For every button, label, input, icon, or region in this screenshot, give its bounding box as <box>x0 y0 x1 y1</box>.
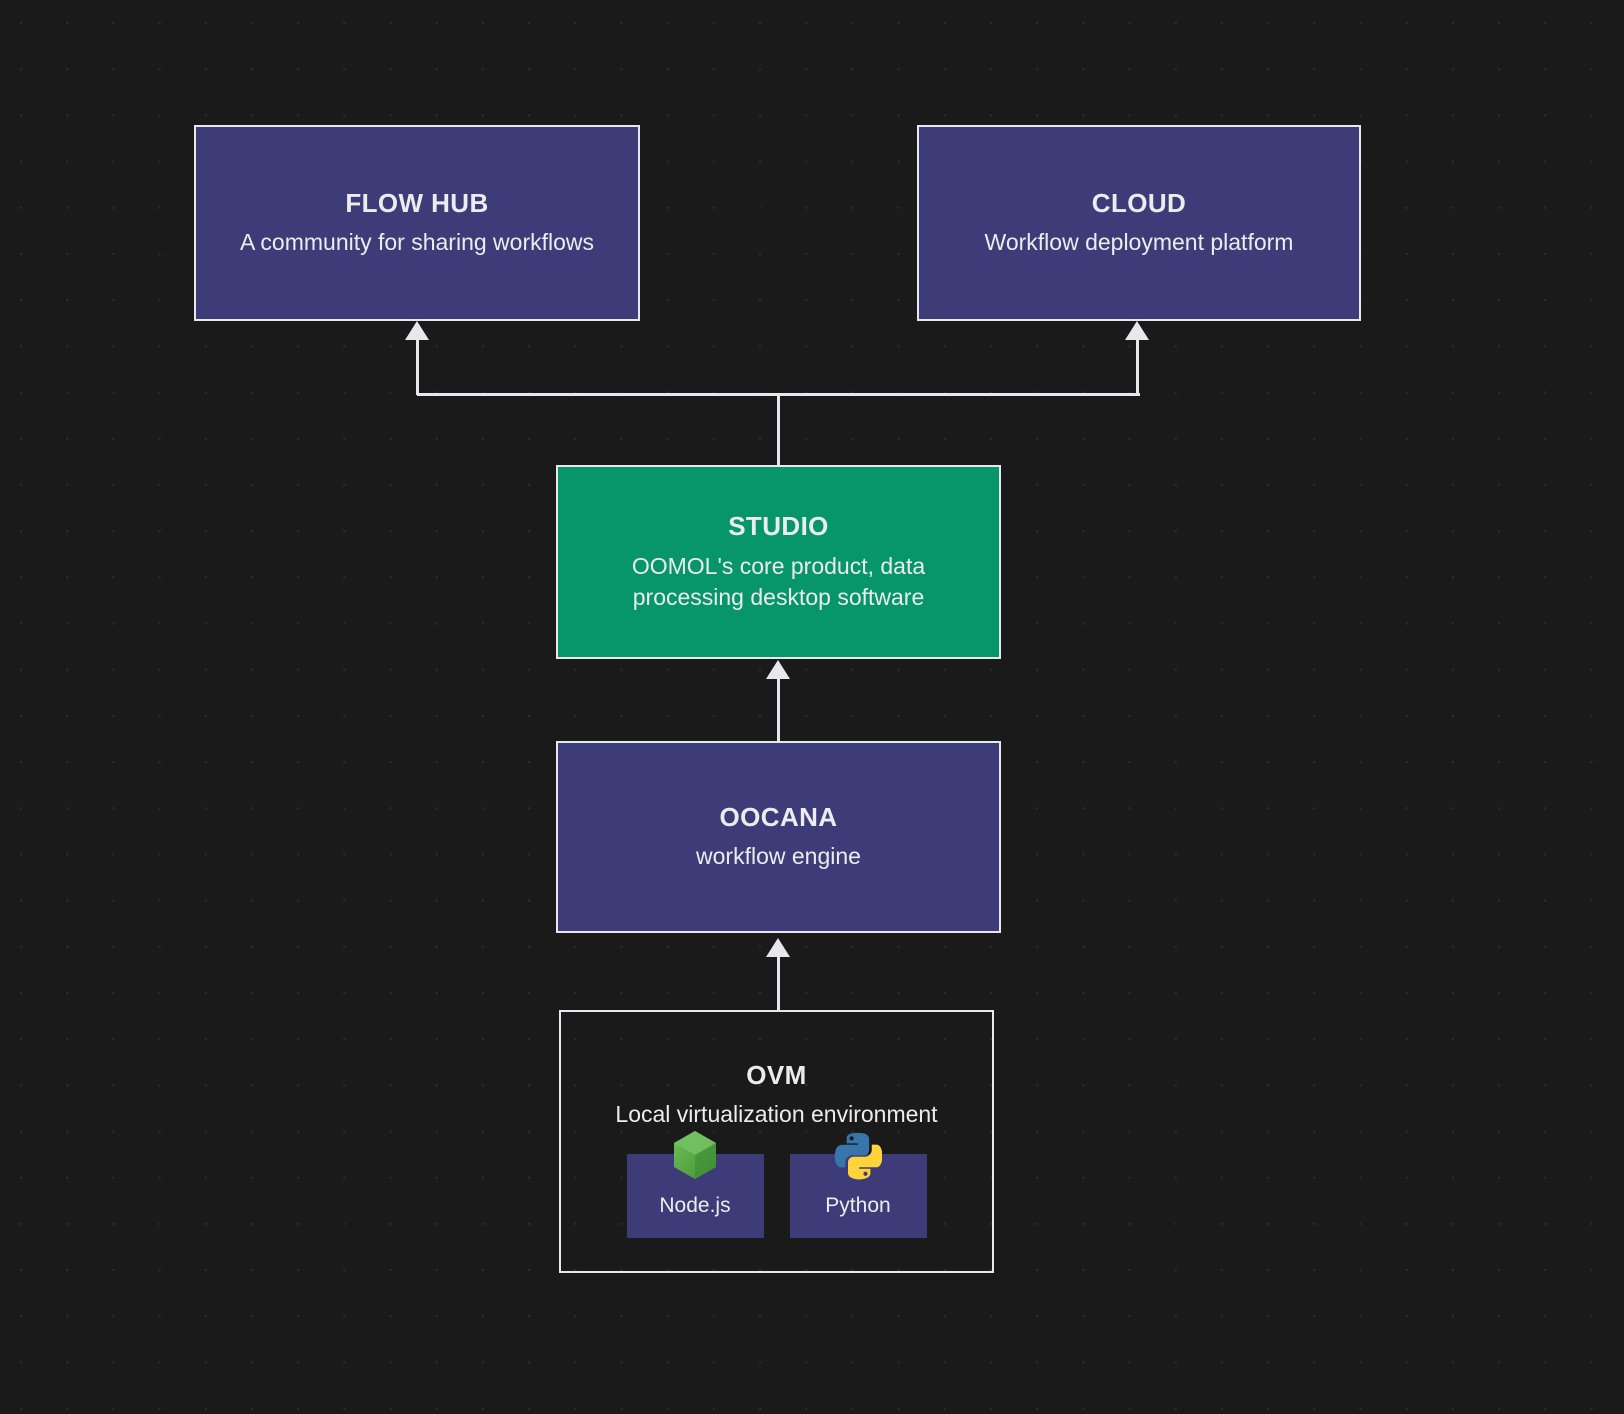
node-ovm-subtitle: Local virtualization environment <box>615 1101 938 1128</box>
python-snake-icon <box>834 1132 882 1180</box>
edge-oocana-to-studio <box>777 678 780 742</box>
edge-ovm-to-oocana <box>777 957 780 1011</box>
node-flow-hub[interactable]: FLOW HUB A community for sharing workflo… <box>194 125 640 321</box>
node-cloud-subtitle: Workflow deployment platform <box>984 229 1294 256</box>
runtime-nodejs-label: Node.js <box>659 1194 731 1217</box>
node-ovm[interactable]: OVM Local virtualization environment <box>559 1010 994 1273</box>
arrowhead-flow-hub <box>405 321 429 340</box>
runtime-python-label: Python <box>825 1194 891 1217</box>
edge-bus-to-cloud <box>1136 338 1139 395</box>
edge-bus-to-flow-hub <box>416 338 419 395</box>
node-studio-title: STUDIO <box>728 511 829 542</box>
arrowhead-oocana <box>766 938 790 957</box>
edge-studio-to-bus <box>777 393 780 468</box>
node-studio[interactable]: STUDIO OOMOL's core product, data proces… <box>556 465 1001 659</box>
node-oocana-subtitle: workflow engine <box>696 843 861 870</box>
node-flow-hub-subtitle: A community for sharing workflows <box>239 229 595 256</box>
node-oocana-title: OOCANA <box>719 801 838 832</box>
node-cloud-title: CLOUD <box>1091 187 1187 218</box>
nodejs-hexagon-icon <box>674 1131 716 1179</box>
node-studio-subtitle: OOMOL's core product, data processing de… <box>631 552 926 610</box>
node-flow-hub-title: FLOW HUB <box>345 187 489 218</box>
node-ovm-title: OVM <box>746 1060 807 1090</box>
edge-horizontal-bus <box>417 393 1140 396</box>
runtime-python[interactable]: Python <box>789 1132 927 1238</box>
ovm-runtime-row: Node.js Python <box>561 1131 992 1238</box>
node-cloud[interactable]: CLOUD Workflow deployment platform <box>917 125 1361 321</box>
runtime-nodejs[interactable]: Node.js <box>626 1131 764 1238</box>
node-oocana[interactable]: OOCANA workflow engine <box>556 741 1001 933</box>
arrowhead-studio <box>766 660 790 679</box>
arrowhead-cloud <box>1125 321 1149 340</box>
